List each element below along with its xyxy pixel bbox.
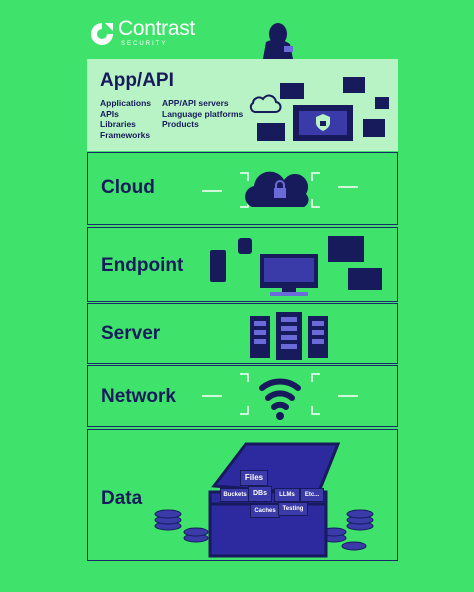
- layer-server: Server: [87, 303, 398, 364]
- layer-cloud: Cloud: [87, 152, 398, 225]
- list-item: APP/API servers: [162, 98, 229, 108]
- app-api-illustration: [249, 77, 389, 141]
- layer-title: App/API: [100, 70, 174, 91]
- data-box-etc: Etc...: [300, 488, 324, 502]
- layer-title: Network: [101, 386, 176, 407]
- layer-title: Data: [101, 488, 143, 509]
- layer-app-api: App/API Applications APIs Libraries Fram…: [87, 59, 398, 151]
- server-rack-icon: [250, 312, 328, 360]
- layer-title: Server: [101, 323, 161, 344]
- brand-name: Contrast: [118, 17, 195, 40]
- data-box-llms: LLMs: [274, 488, 300, 502]
- list-item: Applications: [100, 98, 152, 108]
- data-chest-illustration: [154, 442, 374, 558]
- list-item: Language platforms: [162, 108, 244, 119]
- data-box-dbs: DBs: [248, 486, 272, 502]
- app-api-left-list: Applications APIs Libraries Frameworks: [100, 98, 151, 140]
- data-box-testing: Testing: [278, 502, 308, 516]
- wifi-icon: [202, 373, 358, 420]
- layer-title: Cloud: [101, 177, 155, 198]
- layer-title: Endpoint: [101, 255, 184, 276]
- layer-network: Network: [87, 365, 398, 427]
- list-item: Products: [162, 119, 199, 129]
- data-box-files: Files: [240, 470, 268, 486]
- cloud-lock-icon: [202, 171, 358, 208]
- endpoint-devices: [210, 236, 382, 296]
- data-box-caches: Caches: [250, 504, 280, 518]
- data-box-buckets: Buckets: [220, 488, 250, 502]
- contrast-logo-icon: [91, 23, 113, 45]
- contrast-logo: Contrast SECURITY: [88, 17, 195, 49]
- app-api-right-list: APP/API servers Language platforms Produ…: [162, 98, 243, 130]
- list-item: APIs: [100, 108, 119, 119]
- brand-tagline: SECURITY: [121, 41, 168, 47]
- layer-endpoint: Endpoint: [87, 227, 398, 302]
- list-item: Frameworks: [100, 129, 151, 140]
- layer-data: Data Files Buckets DBs LLMs Etc... Cache…: [87, 429, 398, 561]
- list-item: Libraries: [100, 119, 136, 129]
